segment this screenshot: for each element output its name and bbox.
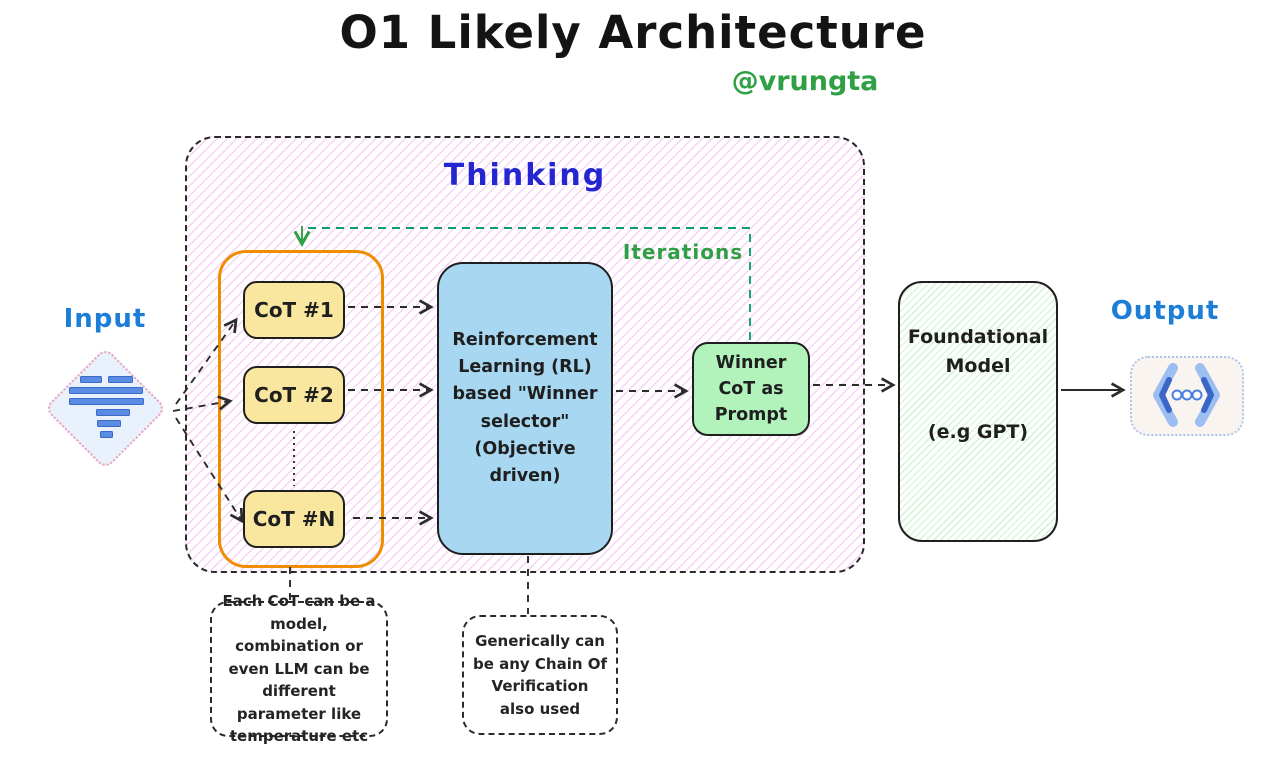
document-lines-diamond-icon	[66, 376, 146, 438]
cot-note-text: Each CoT can be a model, combination or …	[222, 592, 376, 746]
icon-bar	[99, 431, 113, 438]
verification-note-text: Generically can be any Chain Of Verifica…	[472, 632, 608, 718]
output-label: Output	[1110, 296, 1220, 326]
winner-cot-prompt-label: Winner CoT as Prompt	[714, 352, 788, 426]
author-handle: @vrungta	[731, 66, 879, 97]
foundational-model-example: (e.g GPT)	[927, 421, 1029, 443]
winner-cot-prompt-box: Winner CoT as Prompt	[692, 342, 810, 436]
code-ellipsis-glyph	[1153, 363, 1220, 427]
foundational-model-box: Foundational Model (e.g GPT)	[898, 281, 1058, 542]
rl-winner-selector-label: Reinforcement Learning (RL) based "Winne…	[452, 330, 598, 486]
cot-n-box: CoT #N	[243, 490, 345, 548]
icon-bar	[97, 420, 121, 427]
code-ellipsis-icon	[1130, 356, 1244, 436]
icon-bar-row	[79, 376, 133, 383]
cot-1-box: CoT #1	[243, 281, 345, 339]
icon-bar	[79, 376, 102, 383]
cot-note-box: Each CoT can be a model, combination or …	[210, 592, 388, 745]
iterations-label: Iterations	[622, 240, 744, 264]
thinking-label: Thinking	[443, 158, 607, 193]
icon-bar	[107, 376, 133, 383]
cot-2-label: CoT #2	[254, 383, 334, 407]
icon-bar	[68, 398, 144, 405]
rl-winner-selector-box: Reinforcement Learning (RL) based "Winne…	[437, 262, 613, 555]
page-title: O1 Likely Architecture	[339, 6, 927, 59]
cot-2-box: CoT #2	[243, 366, 345, 424]
icon-bar	[96, 409, 130, 416]
cot-1-label: CoT #1	[254, 298, 334, 322]
cot-n-label: CoT #N	[252, 507, 336, 531]
foundational-model-label: Foundational Model	[907, 326, 1049, 377]
icon-bar	[69, 387, 143, 394]
verification-note-box: Generically can be any Chain Of Verifica…	[462, 615, 618, 735]
input-label: Input	[63, 304, 147, 334]
